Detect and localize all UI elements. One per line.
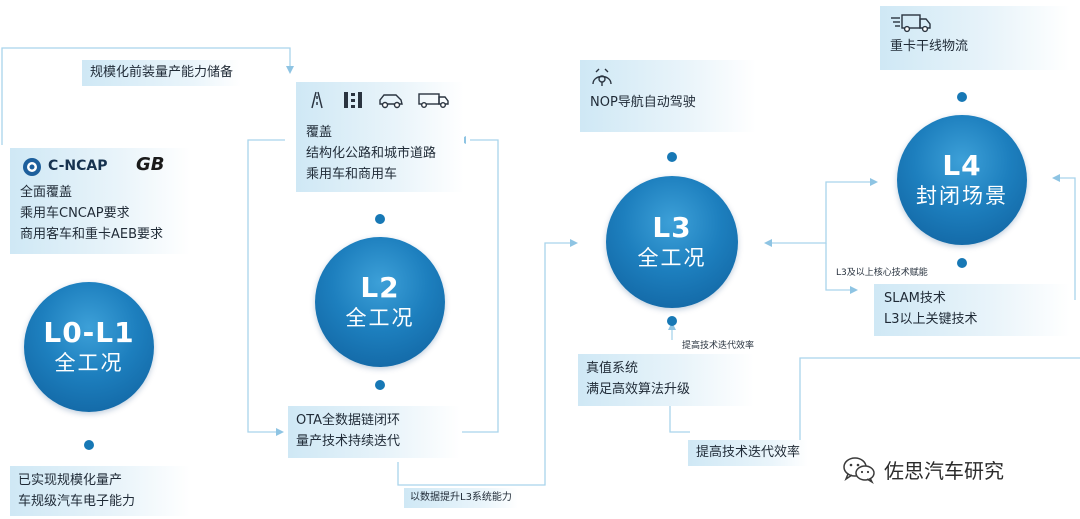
- arrow-slam: [850, 286, 858, 294]
- l2-circle: L2 全工况: [315, 237, 445, 367]
- efficiency-label: 提高技术迭代效率: [696, 445, 801, 460]
- l4-truck-line: 重卡干线物流: [890, 39, 969, 54]
- l0-line-3: 商用客车和重卡AEB要求: [20, 227, 164, 242]
- watermark: 佐思汽车研究: [842, 455, 1004, 484]
- l2-line-1: 覆盖: [306, 125, 333, 140]
- l3-nop-box: NOP导航自动驾驶: [580, 60, 756, 132]
- watermark-text: 佐思汽车研究: [884, 459, 1004, 483]
- l0-bottom-box: 已实现规模化量产 车规级汽车电子能力: [10, 466, 190, 516]
- gb-logo: GB: [136, 154, 165, 175]
- data-capability-label: 以数据提升L3系统能力: [410, 492, 512, 503]
- l4-slam-box: SLAM技术 L3以上关键技术: [874, 284, 1070, 336]
- l0-bottom-line-1: 已实现规模化量产: [18, 473, 123, 488]
- l3-truth-box: 真值系统 满足高效算法升级: [578, 354, 754, 406]
- connector-l3-eff: [669, 400, 690, 433]
- l2-bottom-dot: [375, 380, 385, 390]
- l0-line-2: 乘用车CNCAP要求: [20, 206, 130, 221]
- road-icon: [311, 91, 323, 109]
- l4-circle: L4 封闭场景: [897, 115, 1027, 245]
- l3-truth-line-2: 满足高效算法升级: [586, 382, 691, 397]
- l2-icon-row: [306, 90, 450, 110]
- cncap-icon: [23, 157, 41, 176]
- l3-circle: L3 全工况: [606, 176, 738, 308]
- connector-l4-slam: [825, 243, 852, 291]
- arrow-l3-up: [668, 322, 676, 330]
- l2-top-dot: [375, 214, 385, 224]
- wechat-icon: [843, 456, 875, 484]
- l4-enablement-label: L3及以上核心技术赋能: [836, 265, 928, 278]
- l3-sub: 全工况: [637, 246, 707, 270]
- efficiency-tag: 提高技术迭代效率: [688, 440, 809, 466]
- l4-slam-line-2: L3以上关键技术: [884, 312, 978, 327]
- connector-l4-l3: [770, 181, 870, 244]
- arrow-l4-left: [870, 178, 878, 186]
- l3-efficiency-small-text: 提高技术迭代效率: [682, 341, 755, 351]
- l0-line-1: 全面覆盖: [20, 185, 73, 200]
- cncap-text: C-NCAP: [48, 158, 108, 174]
- l0-bottom-line-2: 车规级汽车电子能力: [18, 494, 136, 509]
- l0-coverage-box: C-NCAP GB 全面覆盖 乘用车CNCAP要求 商用客车和重卡AEB要求: [10, 148, 190, 254]
- l0-dot: [84, 440, 94, 450]
- l4-slam-line-1: SLAM技术: [884, 291, 946, 306]
- l3-bottom-dot: [667, 316, 677, 326]
- arrow-top: [286, 66, 294, 74]
- capacity-reserve-tag: 规模化前装量产能力储备: [82, 60, 242, 86]
- l3-efficiency-small-label: 提高技术迭代效率: [682, 338, 754, 351]
- l2-ota-line-1: OTA全数据链闭环: [296, 413, 401, 428]
- l3-truth-line-1: 真值系统: [586, 361, 639, 376]
- l4-enablement-text: L3及以上核心技术赋能: [836, 268, 928, 278]
- arrow-l2-bottom: [276, 428, 284, 436]
- connector-l2-left: [247, 139, 285, 433]
- truck-speed-icon: [891, 14, 931, 33]
- connector-top: [1, 47, 291, 145]
- l4-level: L4: [942, 149, 982, 182]
- steering-icon: [592, 68, 612, 86]
- l3-top-dot: [667, 152, 677, 162]
- data-capability-tag: 以数据提升L3系统能力: [404, 488, 518, 508]
- connector-l2-l3: [397, 242, 572, 486]
- l4-top-dot: [957, 92, 967, 102]
- l2-ota-line-2: 量产技术持续迭代: [296, 434, 401, 449]
- arrow-l4-right: [1052, 174, 1060, 182]
- l2-line-3: 乘用车和商用车: [306, 167, 398, 182]
- l2-sub: 全工况: [345, 306, 415, 330]
- l4-bottom-dot: [957, 258, 967, 268]
- arrow-l3-in: [570, 239, 578, 247]
- l2-coverage-box: 覆盖 结构化公路和城市道路 乘用车和商用车: [296, 82, 464, 192]
- connector-l4-right: [1058, 177, 1076, 300]
- l4-sub: 封闭场景: [916, 184, 1008, 208]
- arrow-l3-from-l4: [764, 239, 772, 247]
- l2-ota-box: OTA全数据链闭环 量产技术持续迭代: [288, 406, 460, 458]
- capacity-reserve-label: 规模化前装量产能力储备: [90, 65, 234, 80]
- l4-truck-box: 重卡干线物流: [880, 6, 1070, 70]
- car-icon: [379, 94, 403, 109]
- highway-icon: [344, 92, 362, 108]
- cncap-logo: C-NCAP: [22, 156, 108, 177]
- l2-line-2: 结构化公路和城市道路: [306, 146, 437, 161]
- gb-text: GB: [136, 154, 165, 175]
- l0-sub: 全工况: [54, 351, 124, 375]
- l2-level: L2: [360, 271, 400, 304]
- l3-nop-line: NOP导航自动驾驶: [590, 95, 696, 110]
- connector-l2-right: [462, 139, 499, 433]
- connector-eff-l4: [799, 357, 1080, 452]
- l3-level: L3: [652, 211, 692, 244]
- l0-circle: L0-L1 全工况: [24, 282, 154, 412]
- truck-icon: [418, 93, 449, 108]
- l0-level: L0-L1: [43, 316, 135, 349]
